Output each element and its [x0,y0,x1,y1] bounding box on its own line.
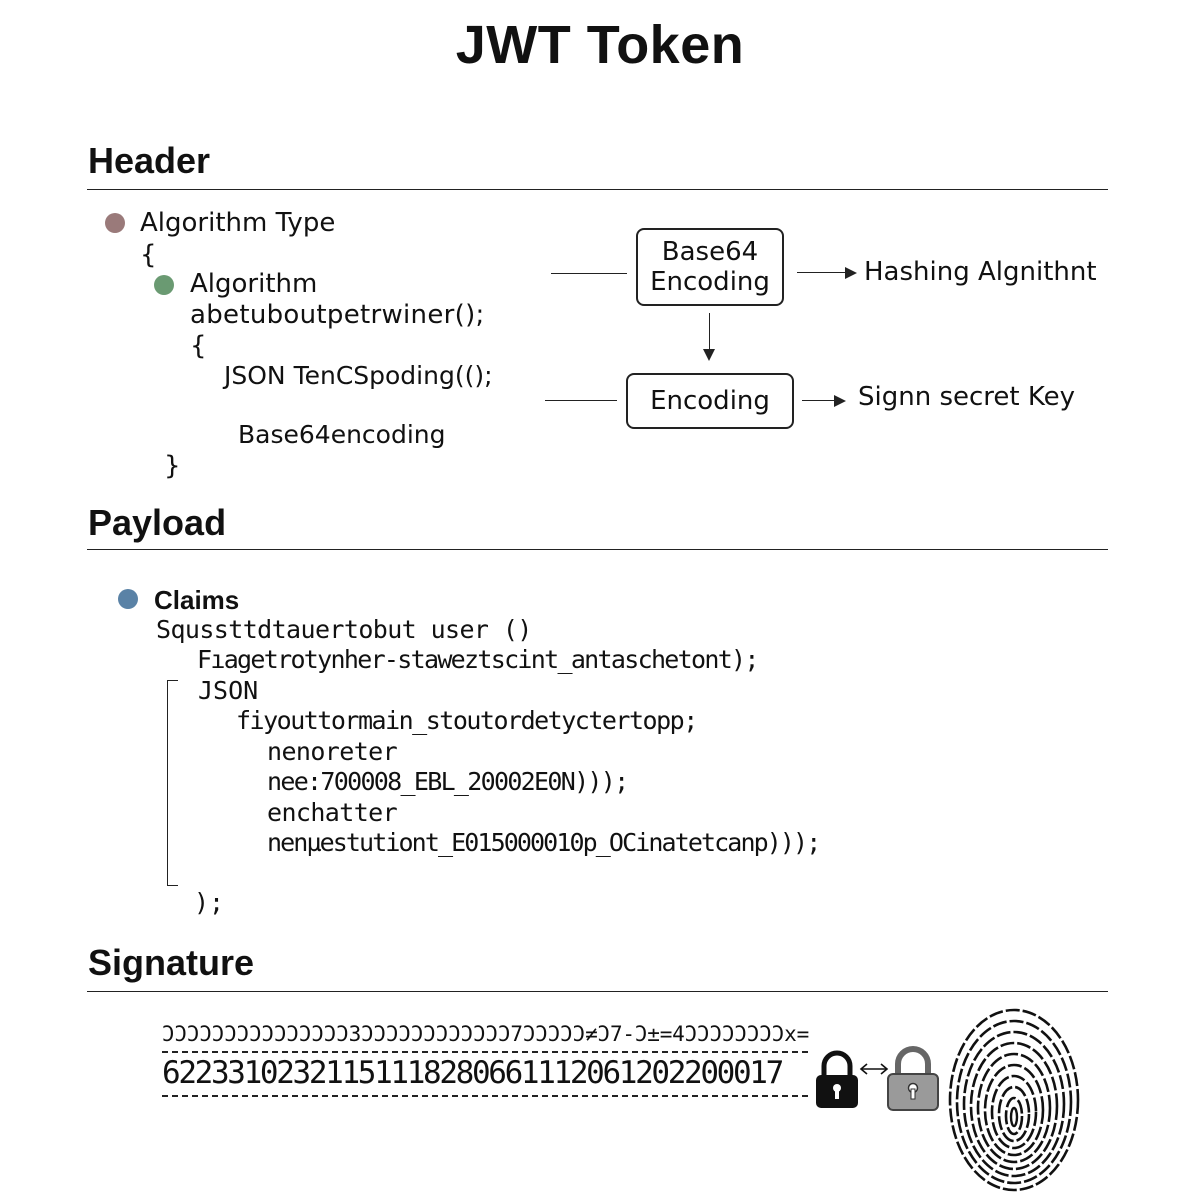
algorithm-type-label: Algorithm Type [140,208,336,238]
arrow-right-icon [834,395,846,407]
flow-line-in-top [551,273,627,274]
signature-dashed-rule [162,1051,808,1053]
claims-label: Claims [154,585,240,615]
signature-digits: 62233102321151118280661112061202200017 [162,1055,784,1091]
header-divider [87,189,1108,190]
header-bullet-dot [105,213,125,233]
payload-divider [87,549,1108,550]
arrow-right-icon [845,267,857,279]
payload-line: nenµestutiont_E015000010p_OCinatetcanp))… [267,828,821,857]
flow-line-out-top [797,272,845,273]
open-brace: { [140,240,157,270]
header-code-line-1: abetuboutpetrwiner(); [190,300,485,330]
claims-bullet-dot [118,589,138,609]
encoding-box: Encoding [626,373,794,429]
signature-section-title: Signature [88,942,255,983]
payload-line: JSON [198,676,259,705]
algorithm-bullet-dot [154,275,174,295]
header-code-line-2: JSON TenCSpoding((); [224,361,493,390]
json-bracket [167,680,178,886]
payload-line: nenoreter [267,737,398,766]
unlock-icon [887,1046,939,1111]
signature-divider [87,991,1108,992]
payload-section-title: Payload [88,502,227,543]
payload-line: ); [194,888,225,917]
header-code-line-3: Base64encoding [238,420,446,449]
flow-line-down [709,313,710,349]
signature-glyph-line: ƆƆƆƆƆƆƆƆƆƆƆƆƆƆƆ3ƆƆƆƆƆƆƆƆƆƆƆƆ7ƆƆƆƆƆ≠Ɔ7-Ɔ±… [162,1022,810,1046]
close-brace: } [164,451,181,481]
fingerprint-icon [948,1008,1080,1192]
payload-line: fiyouttormain_stoutordetyctertopp; [236,706,698,735]
arrow-down-icon [703,349,715,361]
header-section-title: Header [88,140,211,181]
base64-encoding-box: Base64 Encoding [636,228,784,306]
flow-line-in-bottom [545,400,617,401]
flow-line-out-bottom [802,400,834,401]
open-brace-inner: { [190,331,207,361]
double-arrow-icon [859,1063,889,1075]
algorithm-label: Algorithm [190,269,318,299]
page-title: JWT Token [455,15,745,75]
signature-dashed-rule [162,1095,808,1097]
payload-line: nee:700008_EBL_20002E0N))); [267,767,629,796]
payload-line: enchatter [267,798,398,827]
hashing-algorithm-label: Hashing Algnithnt [864,257,1097,287]
sign-secret-key-label: Signn secret Key [858,382,1076,412]
lock-icon [816,1050,858,1108]
payload-line: Fıagetrotynher-staweztscint_antaschetont… [197,645,759,674]
payload-line: Squssttdtauertobut user () [156,615,532,644]
